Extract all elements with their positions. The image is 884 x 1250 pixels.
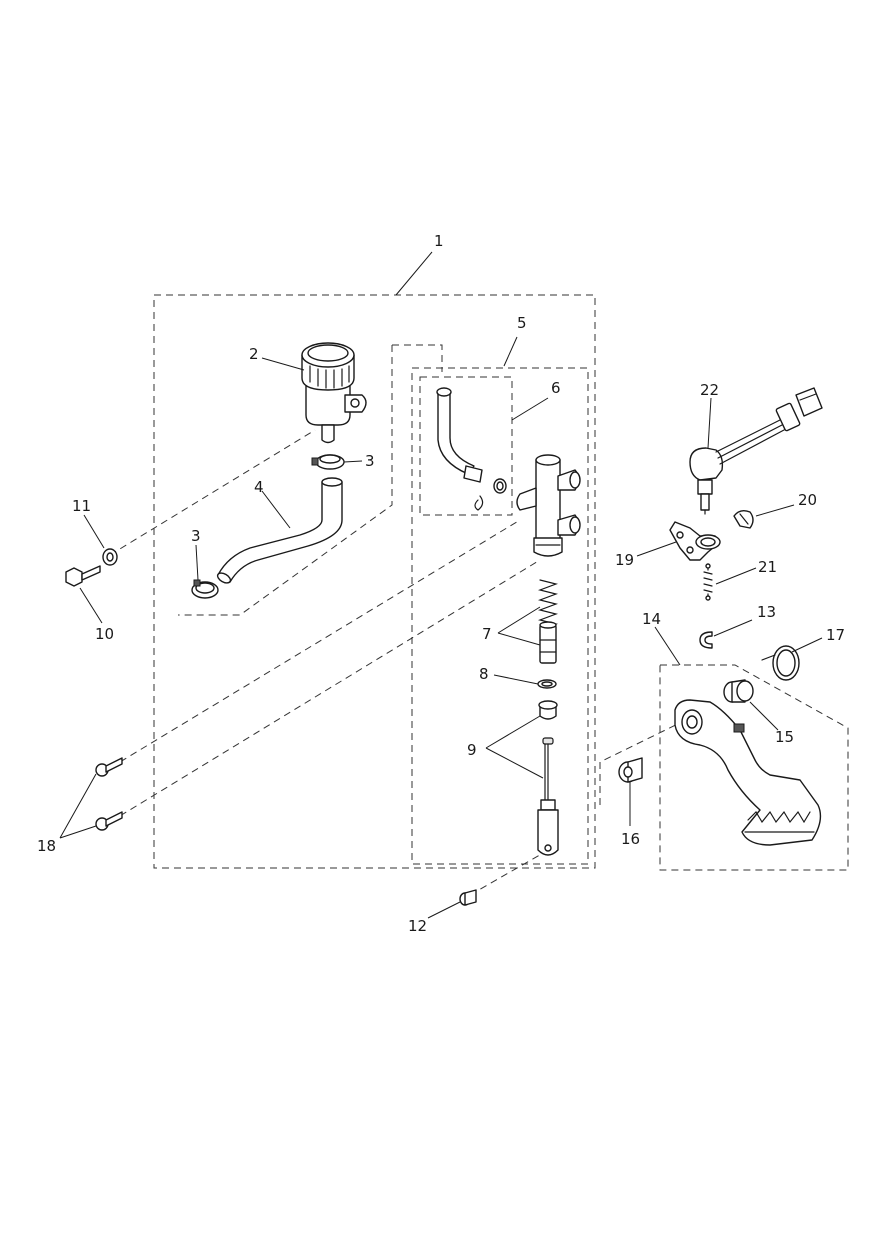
callout-13: 13 (757, 603, 776, 621)
callout-21: 21 (758, 558, 777, 576)
reservoir-part (301, 342, 367, 444)
cable-clip-part (733, 509, 754, 529)
spring-part (537, 579, 559, 631)
brake-pedal-part (674, 699, 822, 846)
brake-light-switch-part (689, 387, 823, 515)
callout-17: 17 (826, 626, 845, 644)
callout-4: 4 (254, 478, 264, 496)
master-cylinder-body-part (516, 454, 581, 557)
callout-9: 9 (467, 741, 477, 759)
pushrod-part (537, 737, 559, 856)
callout-3-upper: 3 (365, 452, 375, 470)
leader-lines (59, 251, 823, 919)
callout-22: 22 (700, 381, 719, 399)
tension-spring-part (703, 563, 713, 601)
screw-lower-part (95, 811, 123, 831)
callout-12: 12 (408, 917, 427, 935)
hose-clip-upper-part (311, 454, 345, 470)
callout-5: 5 (517, 314, 527, 332)
callout-2: 2 (249, 345, 259, 363)
assembly-outline-6 (419, 376, 513, 516)
callout-1: 1 (434, 232, 444, 250)
callout-20: 20 (798, 491, 817, 509)
piston-part (539, 621, 557, 664)
pushrod-boot-part (538, 700, 558, 720)
assembly-outline-14 (659, 664, 849, 871)
pivot-bolt-part (618, 757, 643, 783)
callout-16: 16 (621, 830, 640, 848)
callout-10: 10 (95, 625, 114, 643)
callout-3-lower: 3 (191, 527, 201, 545)
hose-clip-lower-part (191, 579, 219, 599)
alignment-lines (109, 429, 691, 896)
callout-15: 15 (775, 728, 794, 746)
bolt-part (65, 565, 101, 587)
e-clip-part (699, 631, 713, 649)
washer-part (102, 548, 118, 566)
callout-labels: 1 2 3 3 4 5 6 7 8 9 10 11 12 13 14 15 16… (37, 232, 845, 935)
bush-part (723, 679, 754, 703)
return-spring-part (761, 645, 800, 681)
clevis-pin-part (459, 889, 477, 906)
assembly-outline-5 (411, 367, 589, 865)
callout-19: 19 (615, 551, 634, 569)
screw-upper-part (95, 757, 123, 777)
assembly-outline-hose (178, 344, 443, 616)
callout-6: 6 (551, 379, 561, 397)
callout-7: 7 (482, 625, 492, 643)
callout-11: 11 (72, 497, 91, 515)
banjo-hose-part (436, 387, 507, 511)
callout-14: 14 (642, 610, 661, 628)
switch-bracket-part (669, 521, 721, 561)
reservoir-hose-part (216, 477, 343, 584)
callout-18: 18 (37, 837, 56, 855)
assembly-outline-1 (153, 294, 596, 869)
circlip-part (537, 679, 557, 689)
callout-8: 8 (479, 665, 489, 683)
